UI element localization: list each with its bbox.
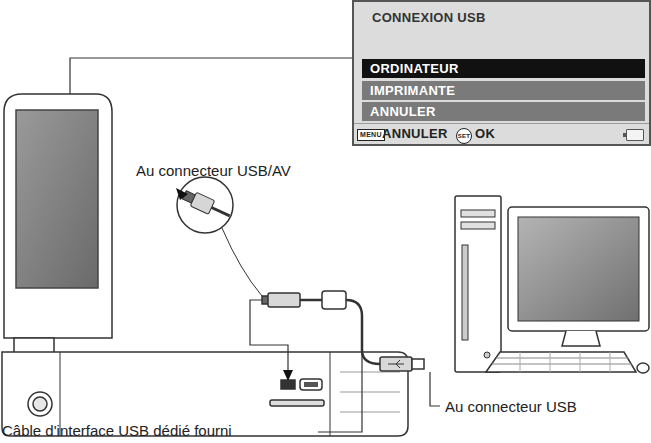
computer <box>455 196 649 373</box>
label-leaders-part <box>430 372 440 406</box>
screen-title: CONNEXION USB <box>372 10 631 25</box>
menu-option-selected: ORDINATEUR <box>362 59 645 78</box>
battery-icon <box>626 129 644 141</box>
menu-option: ANNULER <box>362 102 645 121</box>
usb-cable-part <box>322 291 346 309</box>
usb-cable-part <box>346 300 380 364</box>
usb-cable-part <box>300 299 322 302</box>
label-leaders <box>318 354 440 432</box>
camcorder-part <box>16 110 98 288</box>
plug-zoom-bubble-part <box>222 228 262 296</box>
connector-label: Au connecteur USB <box>445 398 577 416</box>
softkey-label: ANNULER <box>382 126 448 142</box>
menu-screen: CONNEXION USB ORDINATEUR IMPRIMANTE ANNULER… <box>352 0 651 146</box>
usb-cable-part <box>380 357 412 371</box>
connector-label: Au connecteur USB/AV <box>136 162 291 180</box>
camcorder-part <box>4 94 112 338</box>
camcorder-part <box>28 392 52 416</box>
usb-cable-part <box>388 360 404 368</box>
usb-cable <box>250 291 424 381</box>
computer-part <box>462 245 468 340</box>
plug-zoom-bubble-part <box>176 188 188 200</box>
plug-zoom-bubble-part <box>177 177 233 233</box>
menu-option-text: ANNULER <box>370 104 637 119</box>
set-button-icon: SET <box>456 128 472 144</box>
menu-option-text: ORDINATEUR <box>370 61 637 76</box>
plug-zoom-bubble-part-part <box>190 192 214 214</box>
label-leaders-part <box>318 354 362 432</box>
usb-cable-part <box>412 359 424 369</box>
computer-part <box>486 352 636 372</box>
softkey-label: OK <box>475 126 495 142</box>
camcorder-part <box>300 379 322 390</box>
computer-part <box>455 196 501 372</box>
plug-zoom-bubble-part <box>181 188 233 223</box>
softkey-bar <box>354 123 649 124</box>
computer-part <box>637 363 649 373</box>
battery-tip <box>623 133 626 137</box>
usb-cable-part <box>283 370 293 381</box>
computer-part <box>518 217 639 321</box>
camcorder-part <box>270 400 324 406</box>
camcorder-part <box>340 372 400 412</box>
camcorder-part <box>304 382 318 387</box>
computer-part <box>461 222 495 229</box>
menu-option: IMPRIMANTE <box>362 81 645 100</box>
computer-part <box>520 352 610 372</box>
plug-zoom-bubble-part-part <box>212 208 230 216</box>
computer-part <box>492 358 632 364</box>
computer-part <box>484 352 490 358</box>
camcorder-part <box>33 397 47 411</box>
usb-cable-part <box>250 300 288 372</box>
computer-part <box>508 207 649 331</box>
computer-part <box>562 331 600 346</box>
menu-button-icon: MENU <box>357 129 385 141</box>
camcorder <box>2 94 408 436</box>
menu-option-text: IMPRIMANTE <box>370 83 637 98</box>
computer-part <box>461 210 495 217</box>
plug-zoom-bubble <box>176 177 262 296</box>
camcorder-part <box>281 380 295 389</box>
cable-label: Câble d'interface USB dédié fourni <box>2 422 232 440</box>
usb-cable-part <box>268 293 300 307</box>
camcorder-part <box>330 352 331 436</box>
